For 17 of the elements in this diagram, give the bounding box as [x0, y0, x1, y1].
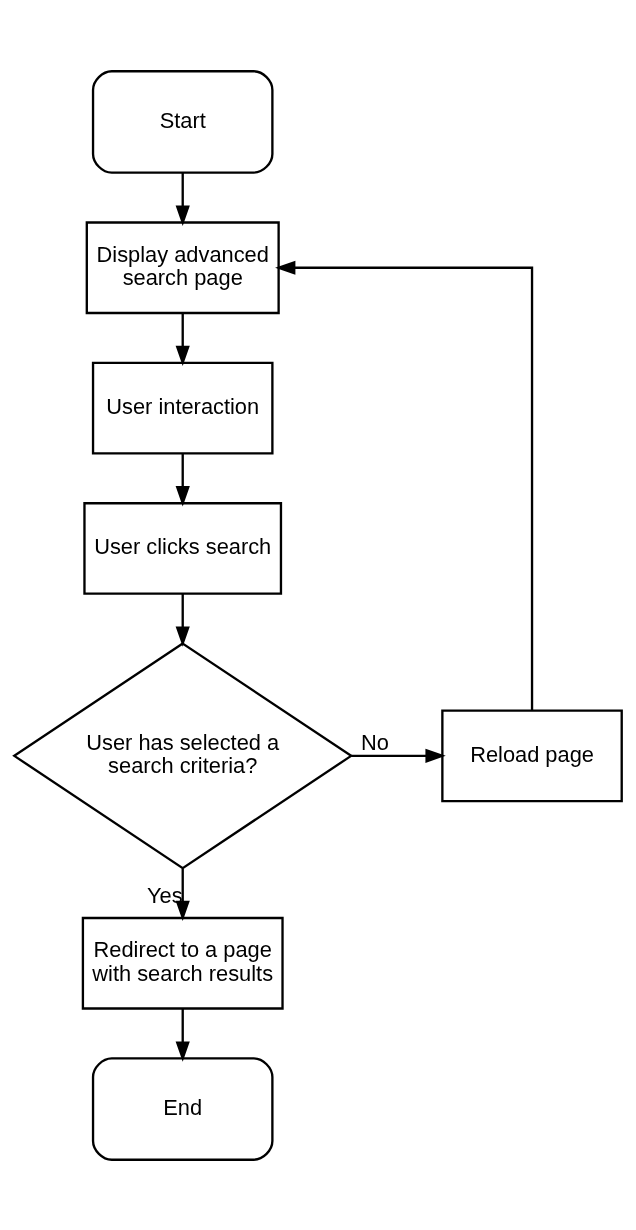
node-box: Reload page: [441, 708, 623, 802]
arrow: [175, 593, 190, 647]
arrow: [175, 868, 190, 921]
node-box: User interaction: [91, 361, 274, 454]
node-box: Start: [91, 69, 274, 174]
arrow: [351, 748, 446, 763]
node-box: End: [91, 1056, 274, 1161]
node-box: Redirect to a page with search results: [81, 916, 284, 1010]
arrow: [175, 313, 190, 366]
node-box: Display advanced search page: [85, 220, 280, 314]
edge-label: No: [360, 729, 389, 755]
arrow: [175, 453, 190, 506]
arrow: [275, 260, 534, 710]
node-diamond: User has selected a search criteria?: [12, 641, 354, 870]
arrow: [175, 172, 190, 226]
arrow: [175, 1008, 190, 1062]
node-box: User clicks search: [83, 501, 283, 595]
